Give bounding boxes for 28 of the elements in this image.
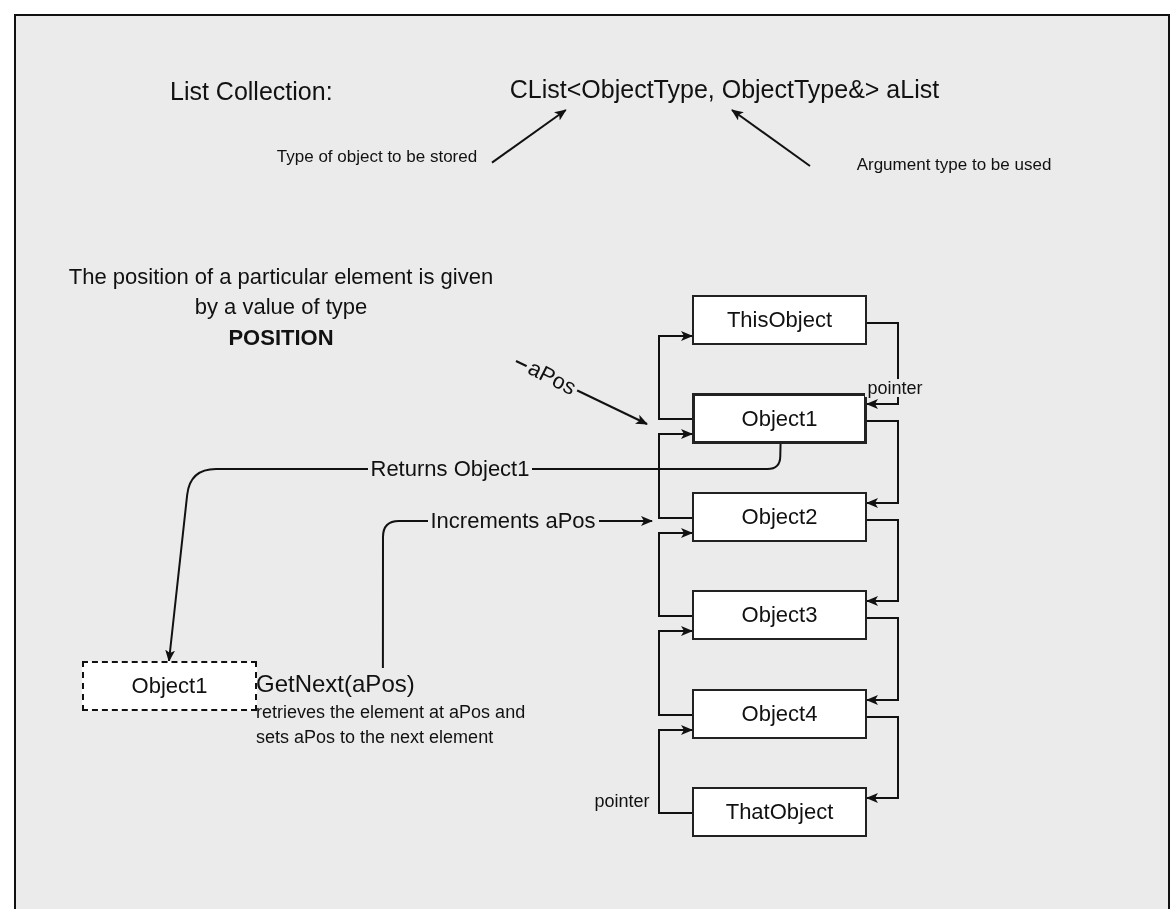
arrow <box>658 429 693 519</box>
annotation-text: Type of object to be stored <box>275 146 479 168</box>
code-declaration: CList<ObjectType, ObjectType&> aList <box>508 74 941 105</box>
edge-label: Returns Object1 <box>367 458 533 480</box>
retrieved-element-box: Object1 <box>82 661 257 711</box>
list-element-box: Object4 <box>692 689 867 739</box>
arrow <box>658 331 693 420</box>
arrow <box>866 617 899 705</box>
edge-label: pointer <box>864 379 926 397</box>
list-element-box: Object1 <box>692 393 867 444</box>
arrow <box>658 725 693 814</box>
arrow <box>491 109 567 164</box>
annotation-text: POSITION <box>227 323 335 352</box>
arrow <box>658 528 693 617</box>
arrow <box>866 420 899 508</box>
annotation-text: Argument type to be used <box>855 154 1053 176</box>
annotation-text: The position of a particular element is given by a value of type <box>67 263 495 322</box>
list-element-box: Object2 <box>692 492 867 542</box>
arrow <box>658 626 693 716</box>
method-description: GetNext(aPos) <box>256 669 416 699</box>
method-description: retrieves the element at aPos and sets aPos to the next element <box>256 701 527 750</box>
arrow <box>866 716 899 803</box>
list-element-box: ThatObject <box>692 787 867 837</box>
arrow <box>731 109 811 167</box>
arrow <box>866 519 899 606</box>
list-element-box: ThisObject <box>692 295 867 345</box>
list-element-box: Object3 <box>692 590 867 640</box>
arrow <box>866 322 899 409</box>
